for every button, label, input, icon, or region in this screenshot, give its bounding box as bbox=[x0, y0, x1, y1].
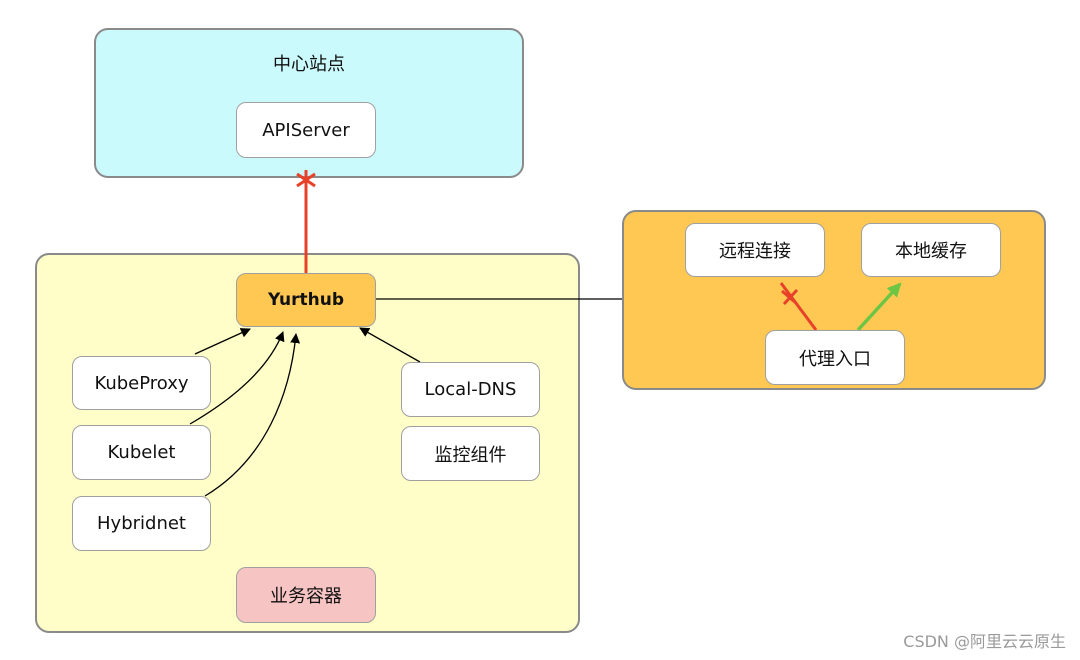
proxy-to-cache-arrow bbox=[856, 282, 902, 332]
hybridnet-node: Hybridnet bbox=[72, 496, 211, 551]
proxy-to-remote-link bbox=[779, 282, 818, 331]
center-site-title: 中心站点 bbox=[273, 54, 345, 75]
monitor-component-node: 监控组件 bbox=[401, 426, 540, 481]
local-dns-node: Local-DNS bbox=[401, 362, 540, 417]
kubeproxy-to-yurthub-arrow bbox=[194, 328, 251, 355]
business-container-node: 业务容器 bbox=[236, 567, 376, 623]
proxy-entry-node: 代理入口 bbox=[765, 330, 905, 385]
broken-link-mark-apiserver bbox=[296, 172, 316, 188]
yurthub-node: Yurthub bbox=[236, 273, 376, 327]
hybridnet-to-yurthub-arrow bbox=[204, 333, 301, 497]
broken-link-mark-remote bbox=[781, 288, 799, 306]
kubeproxy-node: KubeProxy bbox=[72, 356, 211, 410]
watermark-text: CSDN @阿里云云原生 bbox=[903, 632, 1066, 651]
kubelet-node: Kubelet bbox=[72, 425, 211, 480]
remote-connection-node: 远程连接 bbox=[685, 223, 825, 277]
localdns-to-yurthub-arrow bbox=[359, 327, 421, 363]
kubelet-to-yurthub-arrow bbox=[189, 331, 285, 425]
apiserver-node: APIServer bbox=[236, 102, 376, 158]
local-cache-node: 本地缓存 bbox=[861, 223, 1001, 277]
